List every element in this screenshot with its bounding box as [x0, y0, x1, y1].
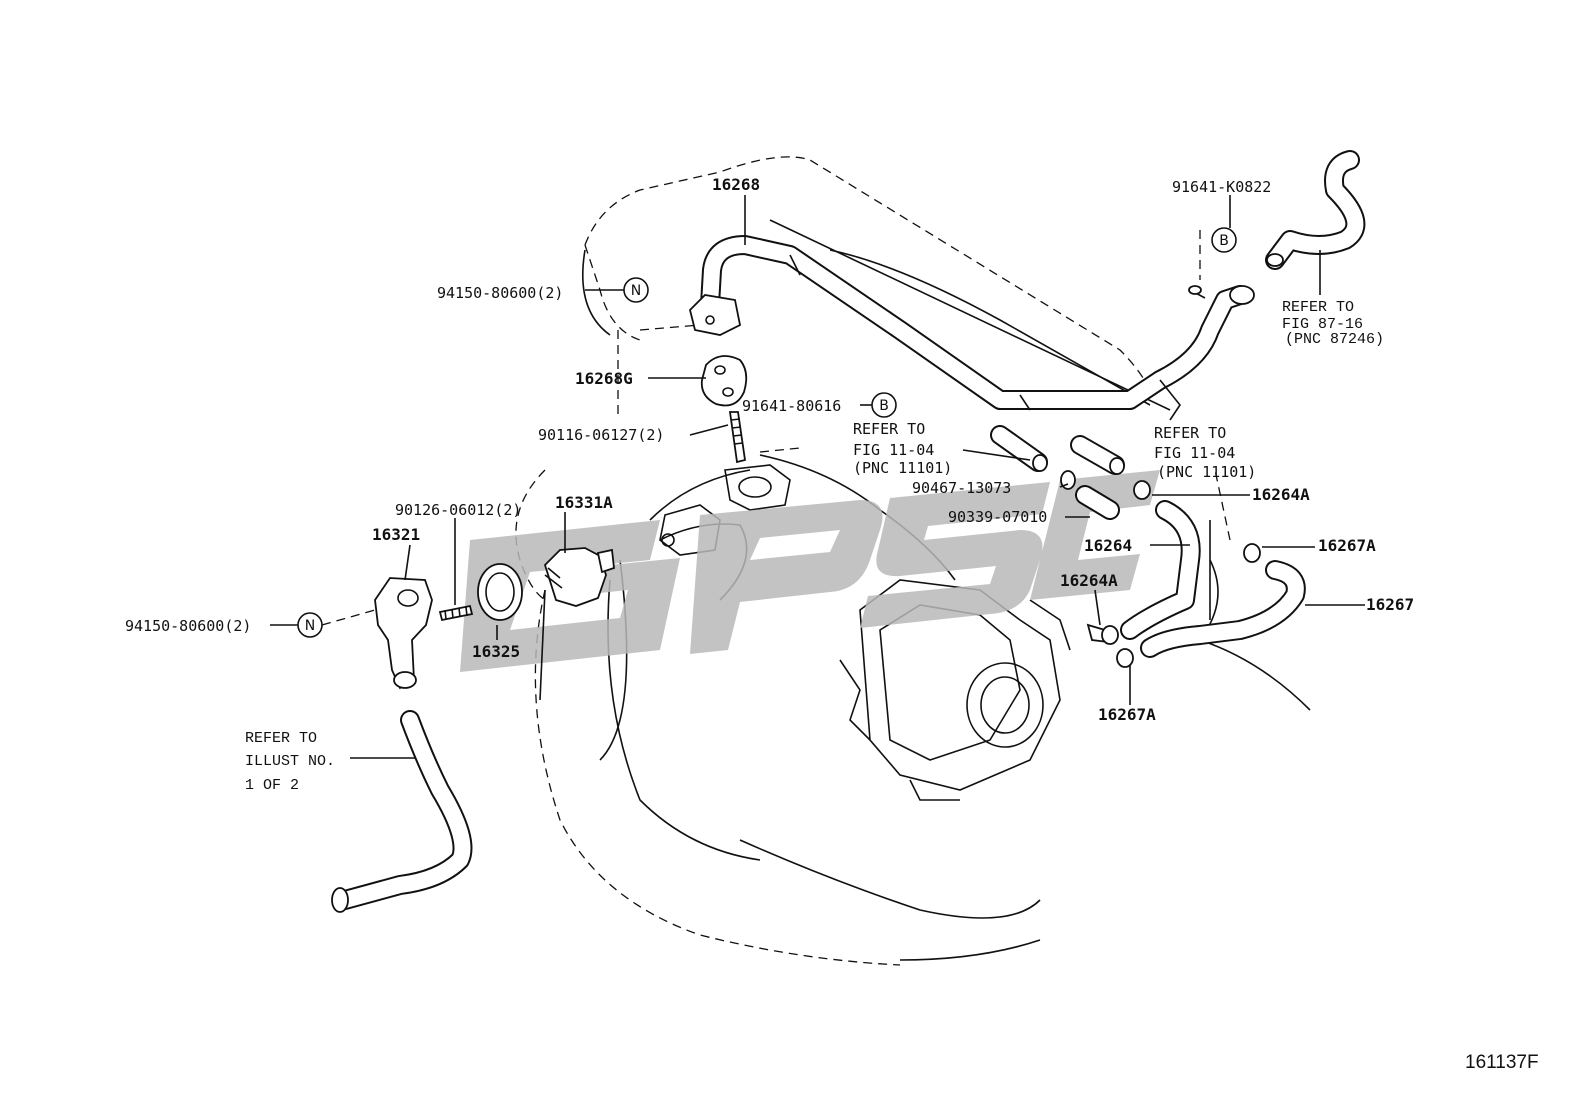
- watermark-logo: [460, 470, 1160, 672]
- note-fig1104-right-l3: (PNC 11101): [1157, 463, 1256, 481]
- label-16331a: 16331A: [555, 493, 613, 512]
- small-pipes: [990, 425, 1261, 563]
- leader-lines: [270, 195, 1365, 759]
- note-fig1104-right-l2: FIG 11-04: [1154, 444, 1235, 462]
- n-marker-top: [623, 277, 649, 303]
- label-16264a-right: 16264A: [1252, 485, 1310, 504]
- b-marker-mid: [871, 392, 897, 418]
- note-fig8716-l3: (PNC 87246): [1285, 331, 1384, 348]
- note-fig8716-l2: FIG 87-16: [1282, 316, 1363, 333]
- note-fig1104-left-l1: REFER TO: [853, 420, 925, 438]
- b-marker-top: [1211, 227, 1237, 253]
- label-16325: 16325: [472, 642, 520, 661]
- stud-90116-shape: [728, 411, 747, 464]
- note-illust-l1: REFER TO: [245, 730, 317, 747]
- note-fig1104-left-l2: FIG 11-04: [853, 441, 934, 459]
- label-16267: 16267: [1366, 595, 1414, 614]
- note-illust-l2: ILLUST NO.: [245, 753, 335, 770]
- label-16268g: 16268G: [575, 369, 633, 388]
- thermostat-assembly: [374, 547, 615, 690]
- b-marker-mid-text: B: [879, 398, 889, 414]
- hose-pair: [1086, 500, 1306, 668]
- label-16264a-left: 16264A: [1060, 571, 1118, 590]
- label-16267a-right: 16267A: [1318, 536, 1376, 555]
- label-94150-80600-bot: 94150-80600(2): [125, 617, 251, 635]
- water-bypass-pipe: [689, 235, 1255, 421]
- label-91641-80616: 91641-80616: [742, 397, 841, 415]
- n-marker-top-text: N: [631, 283, 641, 299]
- n-marker-bot: [297, 612, 323, 638]
- drawing-code: 161137F: [1465, 1052, 1539, 1073]
- part-labels: 16268 94150-80600(2) N 16268G 91641-8061…: [125, 175, 1539, 1073]
- label-94150-80600-top: 94150-80600(2): [437, 284, 563, 302]
- upper-right-hose: [1265, 150, 1366, 270]
- label-90116-06127: 90116-06127(2): [538, 426, 664, 444]
- gasket-16268g-shape: [700, 355, 748, 407]
- note-illust-l3: 1 OF 2: [245, 777, 299, 794]
- note-fig8716-l1: REFER TO: [1282, 299, 1354, 316]
- note-fig1104-left-l3: (PNC 11101): [853, 459, 952, 477]
- label-91641-k0822: 91641-K0822: [1172, 178, 1271, 196]
- label-16268: 16268: [712, 175, 760, 194]
- note-fig1104-right-l1: REFER TO: [1154, 424, 1226, 442]
- n-marker-bot-text: N: [305, 618, 315, 634]
- label-90126-06012: 90126-06012(2): [395, 501, 521, 519]
- label-90339-07010: 90339-07010: [948, 508, 1047, 526]
- label-16321: 16321: [372, 525, 420, 544]
- label-16264: 16264: [1084, 536, 1132, 555]
- label-16267a-bottom: 16267A: [1098, 705, 1156, 724]
- b-marker-top-text: B: [1219, 233, 1229, 249]
- lower-left-hose: [331, 710, 473, 913]
- label-90467-13073: 90467-13073: [912, 479, 1011, 497]
